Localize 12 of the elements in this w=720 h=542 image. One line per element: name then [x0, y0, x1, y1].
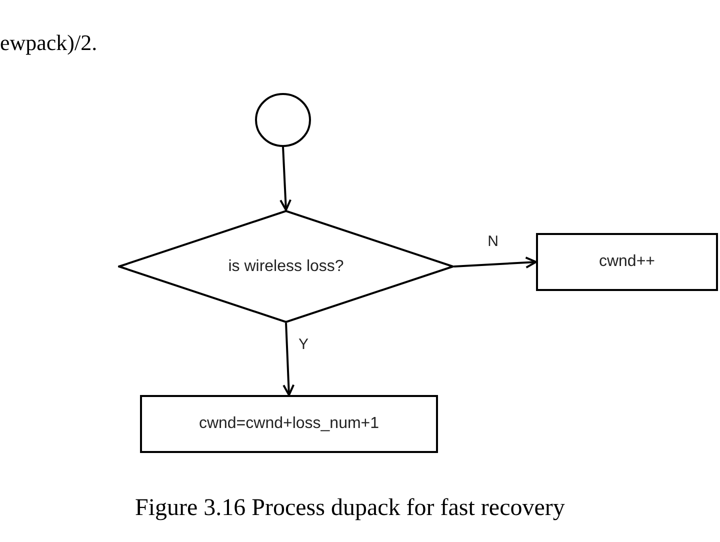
start-circle [255, 93, 311, 147]
arrow [280, 146, 292, 211]
node-text: cwnd=cwnd+loss_num+1 [198, 414, 380, 434]
node-text: is wireless loss? [228, 256, 344, 276]
node-text: cwnd++ [598, 252, 656, 272]
decision-diamond [118, 210, 454, 323]
process-box [536, 233, 718, 291]
figure-caption: Figure 3.16 Process dupack for fast recovery [135, 494, 565, 523]
arrow [454, 256, 537, 269]
arrow [282, 322, 295, 396]
process-box [140, 395, 438, 453]
text-fragment: ewpack)/2. [0, 29, 98, 57]
